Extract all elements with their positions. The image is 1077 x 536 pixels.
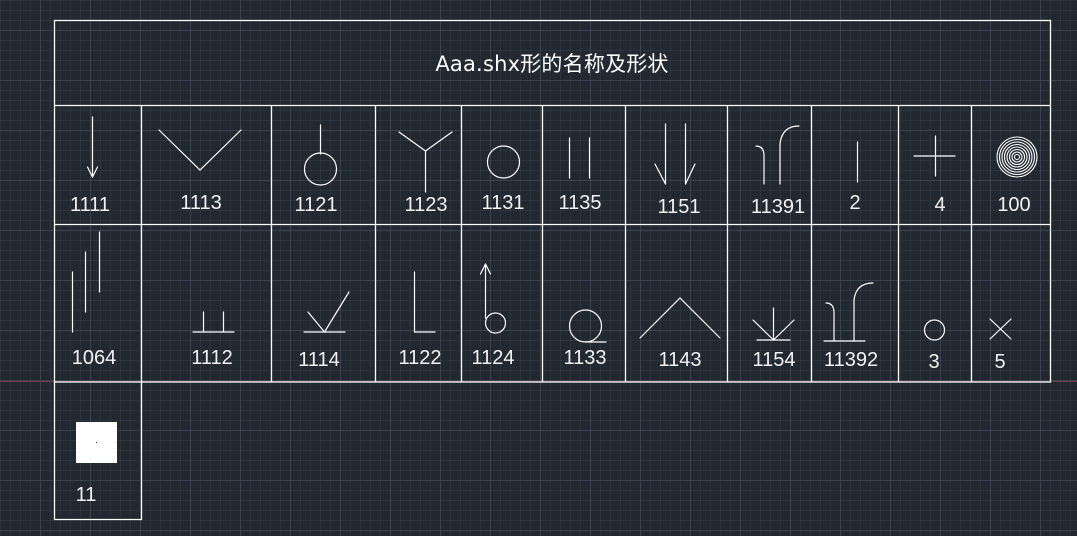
x-cross-icon [989,318,1012,340]
shape-label: 1123 [404,194,448,216]
arrow-circle-stem-icon [479,263,507,334]
shape-label: 1122 [398,347,442,369]
down-arrow-icon [86,116,99,178]
circle-icon [486,145,521,179]
l-shape-icon [413,271,436,333]
staggered-lines-icon [71,231,101,333]
y-shape-icon [398,131,453,193]
shape-label: 1133 [563,347,607,369]
curved-hooks-icon [755,125,800,185]
shape-label: 1121 [294,194,338,216]
double-down-arrows-icon [654,123,696,185]
shape-label: 5 [994,351,1006,373]
shape-label: 1143 [658,349,702,371]
shape-label: 11 [75,484,97,506]
shape-label: 1135 [558,192,602,214]
circle-underline-icon [568,309,607,343]
caret-up-icon [639,297,721,339]
filled-square-icon [76,422,117,463]
shape-label: 1112 [191,347,233,369]
shape-label: 1064 [71,347,117,369]
shape-label: 1154 [752,349,796,371]
shape-label: 1151 [657,196,701,218]
plus-icon [913,135,956,177]
double-post-base-icon [192,311,235,333]
shape-label: 100 [997,194,1031,216]
shape-label: 4 [934,194,946,216]
shape-label: 1114 [298,349,340,371]
shape-label: 2 [849,192,861,214]
small-circle-icon [923,319,946,341]
shape-label: 3 [928,351,940,373]
double-vertical-lines-icon [568,137,591,179]
shape-label: 1124 [471,347,515,369]
curved-hooks-base-icon [823,282,874,342]
shape-label: 11392 [823,349,879,371]
fan-arrow-base-icon [752,307,795,341]
v-shape-icon [158,129,242,171]
shape-label: 1113 [180,192,222,214]
concentric-circles-icon [996,136,1038,178]
shape-label: 1111 [69,194,111,216]
shape-label: 11391 [750,196,806,218]
shape-label: 1131 [481,192,525,214]
circle-with-stem-icon [303,124,338,186]
checkmark-base-icon [303,291,350,333]
table-title: Aaa.shx形的名称及形状 [435,51,669,76]
